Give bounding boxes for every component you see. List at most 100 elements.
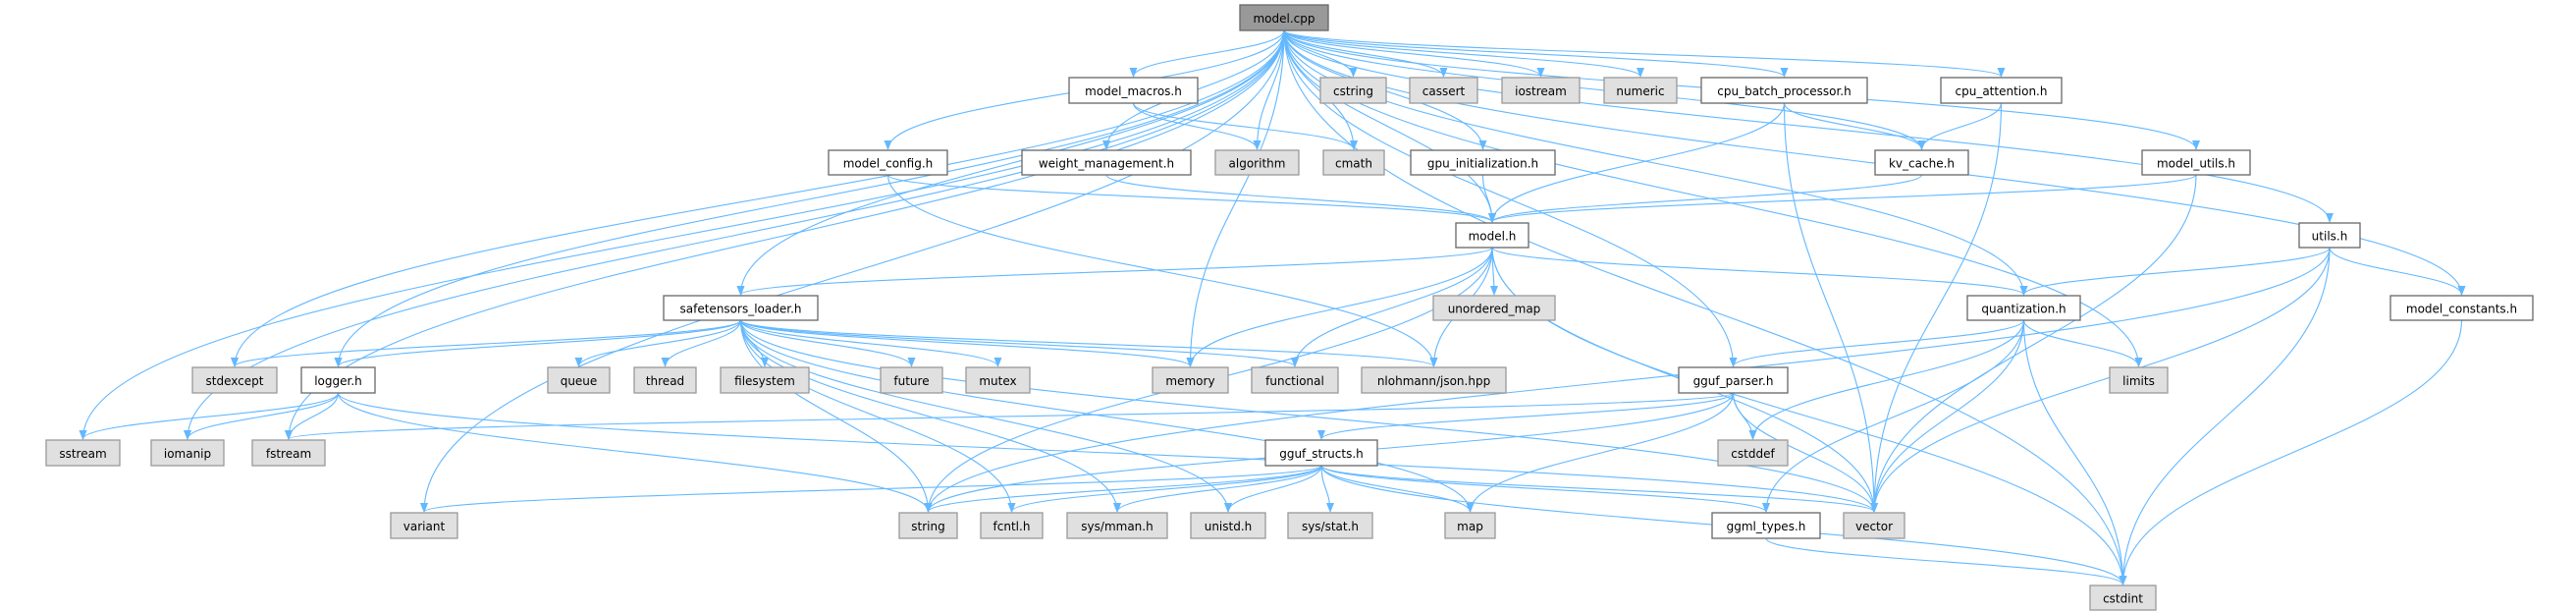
edge-gpu_init-to-model_h bbox=[1481, 174, 1496, 223]
node-box bbox=[1603, 77, 1678, 104]
node-weight-mgmt[interactable]: weight_management.h bbox=[1021, 149, 1192, 176]
node-box bbox=[2109, 366, 2169, 394]
node-memory: memory bbox=[1152, 366, 1229, 394]
node-model-config[interactable]: model_config.h bbox=[828, 149, 948, 176]
edge-cpu_batch-to-model_h bbox=[1488, 102, 1786, 223]
edge-safetensors-to-queue bbox=[574, 319, 742, 367]
node-box bbox=[547, 366, 611, 394]
edge-kv_cache-to-model_h bbox=[1488, 174, 1923, 223]
node-box bbox=[1843, 512, 1905, 539]
node-label: cpu_attention.h bbox=[1956, 84, 2048, 98]
node-ggml-types[interactable]: ggml_types.h bbox=[1711, 512, 1821, 539]
node-label: string bbox=[911, 520, 944, 533]
node-label: mutex bbox=[979, 374, 1016, 388]
edge-logger-to-sstream bbox=[79, 392, 340, 440]
edge-utils-to-cstdint bbox=[2119, 247, 2331, 585]
node-box bbox=[150, 439, 225, 467]
node-map: map bbox=[1444, 512, 1496, 539]
node-box bbox=[2389, 295, 2534, 321]
edge-model_cpp-to-sstream bbox=[79, 29, 1285, 440]
edge-model_h-to-safetensors bbox=[736, 247, 1493, 296]
node-limits: limits bbox=[2109, 366, 2169, 394]
node-label: limits bbox=[2122, 374, 2155, 388]
edge-ggml_types-to-cstdint bbox=[1765, 537, 2127, 585]
node-label: variant bbox=[403, 520, 446, 533]
node-label: model.cpp bbox=[1253, 12, 1315, 26]
node-box bbox=[663, 295, 819, 321]
node-cassert: cassert bbox=[1409, 77, 1478, 104]
edge-safetensors-to-sys_mman bbox=[739, 319, 1121, 513]
node-box bbox=[1251, 366, 1339, 394]
node-label: sstream bbox=[59, 447, 106, 461]
node-sys-mman: sys/mman.h bbox=[1066, 512, 1168, 539]
node-stdexcept: stdexcept bbox=[191, 366, 278, 394]
node-cpu-attention[interactable]: cpu_attention.h bbox=[1940, 77, 2063, 104]
node-box bbox=[965, 366, 1031, 394]
edge-logger-to-iomanip bbox=[184, 392, 340, 440]
edge-safetensors-to-future bbox=[739, 319, 916, 367]
node-fcntl: fcntl.h bbox=[980, 512, 1044, 539]
node-label: thread bbox=[646, 374, 684, 388]
edge-model_cpp-to-cassert bbox=[1283, 29, 1448, 78]
node-quantization[interactable]: quantization.h bbox=[1966, 295, 2081, 321]
node-label: cstring bbox=[1333, 84, 1373, 98]
edge-model_cpp-to-safetensors bbox=[736, 29, 1285, 296]
node-label: cassert bbox=[1422, 84, 1466, 98]
edge-safetensors-to-json bbox=[739, 319, 1438, 367]
node-model-constants[interactable]: model_constants.h bbox=[2389, 295, 2534, 321]
node-box bbox=[1966, 295, 2081, 321]
edge-model_utils-to-vector bbox=[1870, 174, 2197, 513]
node-model-h[interactable]: model.h bbox=[1455, 222, 1530, 249]
edge-logger-to-string bbox=[337, 392, 933, 513]
edge-safetensors-to-logger bbox=[334, 319, 742, 367]
node-safetensors[interactable]: safetensors_loader.h bbox=[663, 295, 819, 321]
node-label: weight_management.h bbox=[1039, 157, 1174, 171]
edge-model_cpp-to-cpu_attention bbox=[1283, 29, 2006, 78]
node-box bbox=[1264, 439, 1378, 467]
node-label: unistd.h bbox=[1205, 520, 1253, 533]
node-gpu-init[interactable]: gpu_initialization.h bbox=[1410, 149, 1556, 176]
node-box bbox=[1361, 366, 1507, 394]
node-box bbox=[1409, 77, 1478, 104]
edge-model_cpp-to-algorithm bbox=[1253, 29, 1285, 150]
node-label: kv_cache.h bbox=[1889, 157, 1955, 171]
node-box bbox=[2141, 149, 2251, 176]
node-utils[interactable]: utils.h bbox=[2298, 222, 2361, 249]
edge-gguf_structs-to-map bbox=[1320, 465, 1475, 513]
node-cmath: cmath bbox=[1322, 149, 1385, 176]
edge-quantization-to-vector bbox=[1870, 319, 2025, 513]
node-thread: thread bbox=[633, 366, 697, 394]
edge-safetensors-to-mutex bbox=[739, 319, 1002, 367]
node-label: numeric bbox=[1616, 84, 1664, 98]
nodes-layer: model.cpp model_macros.h cstring cassert ios… bbox=[45, 4, 2534, 611]
node-label: utils.h bbox=[2312, 230, 2348, 244]
node-model-utils[interactable]: model_utils.h bbox=[2141, 149, 2251, 176]
edge-gguf_parser-to-map bbox=[1466, 392, 1735, 513]
node-gguf-parser[interactable]: gguf_parser.h bbox=[1678, 366, 1789, 394]
node-box bbox=[1021, 149, 1192, 176]
node-box bbox=[390, 512, 458, 539]
node-box bbox=[1239, 4, 1329, 31]
edge-model_h-to-memory bbox=[1186, 247, 1493, 367]
node-logger[interactable]: logger.h bbox=[300, 366, 376, 394]
node-gguf-structs[interactable]: gguf_structs.h bbox=[1264, 439, 1378, 467]
edge-gguf_structs-to-ggml_types bbox=[1320, 465, 1770, 513]
node-kv-cache[interactable]: kv_cache.h bbox=[1874, 149, 1969, 176]
node-label: iostream bbox=[1515, 84, 1567, 98]
node-label: unordered_map bbox=[1448, 303, 1541, 316]
node-label: cstddef bbox=[1731, 447, 1775, 461]
edge-model_cpp-to-stdexcept bbox=[231, 29, 1285, 367]
node-model-cpp[interactable]: model.cpp bbox=[1239, 4, 1329, 31]
node-label: model.h bbox=[1469, 230, 1517, 244]
node-cpu-batch[interactable]: cpu_batch_processor.h bbox=[1700, 77, 1868, 104]
edge-cpu_batch-to-kv_cache bbox=[1783, 102, 1926, 150]
edge-utils-to-quantization bbox=[2019, 247, 2331, 296]
edge-safetensors-to-stdexcept bbox=[231, 319, 742, 367]
node-model-macros[interactable]: model_macros.h bbox=[1068, 77, 1199, 104]
node-label: gguf_parser.h bbox=[1693, 374, 1774, 388]
edge-gguf_structs-to-vector bbox=[1320, 465, 1878, 513]
edge-model_cpp-to-iomanip bbox=[184, 29, 1285, 440]
node-box bbox=[720, 366, 810, 394]
edge-model_cpp-to-gguf_parser bbox=[1283, 29, 1738, 367]
